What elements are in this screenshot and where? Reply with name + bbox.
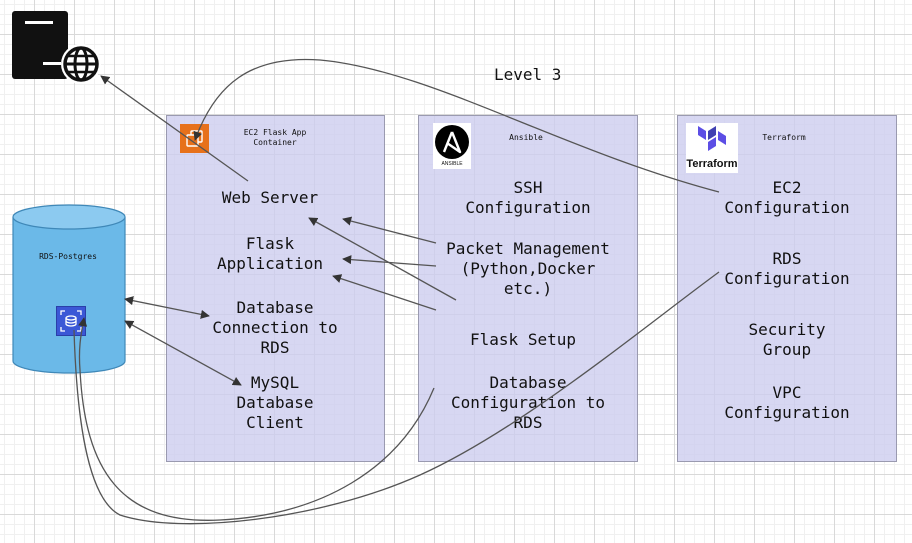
arrow-terraform-rds-to-rds (73, 271, 720, 525)
arrow-flasksetup-to-webserver (308, 217, 457, 301)
arrow-packet-to-webserver (342, 216, 437, 244)
terraform-item-rds: RDS Configuration (724, 249, 850, 288)
ansible-item-ssh: SSH Configuration (465, 178, 591, 217)
arrow-mysql-to-rds (124, 320, 242, 386)
ec2-item-mysql-client: MySQL Database Client (236, 373, 314, 432)
arrow-dbconn-to-rds (124, 296, 210, 319)
diagram-title: Level 3 (494, 65, 562, 84)
ansible-item-packet-management: Packet Management (Python,Docker etc.) (446, 239, 610, 298)
ansible-item-flask-setup: Flask Setup (470, 330, 576, 349)
ansible-logo-text: ANSIBLE (441, 161, 463, 167)
arrow-webserver-to-internet (100, 75, 249, 182)
ansible-panel (418, 115, 638, 462)
terraform-panel-title: Terraform (762, 133, 806, 142)
ec2-item-web-server: Web Server (221, 188, 319, 207)
arrow-ansible-dbconfig-to-rds (78, 317, 435, 521)
arrow-packet-to-flask-2 (332, 274, 437, 311)
database-label: RDS-Postgres (39, 252, 97, 261)
terraform-logo: Terraform (686, 123, 738, 173)
terraform-item-vpc: VPC Configuration (724, 383, 850, 422)
ec2-item-flask-application: Flask Application (217, 234, 323, 273)
web-server-globe-icon (12, 11, 101, 84)
terraform-item-ec2: EC2 Configuration (724, 178, 850, 217)
terraform-item-security-group: Security Group (748, 320, 826, 359)
ec2-panel (166, 115, 385, 462)
database-cylinder (12, 204, 126, 374)
terraform-logo-text: Terraform (686, 158, 738, 170)
ansible-item-database-config: Database Configuration to RDS (450, 373, 606, 432)
arrow-terraform-ec2-to-container (193, 58, 720, 193)
ec2-panel-title: EC2 Flask App Container (243, 128, 307, 147)
ansible-logo: ANSIBLE (433, 123, 471, 169)
ansible-panel-title: Ansible (509, 133, 543, 142)
